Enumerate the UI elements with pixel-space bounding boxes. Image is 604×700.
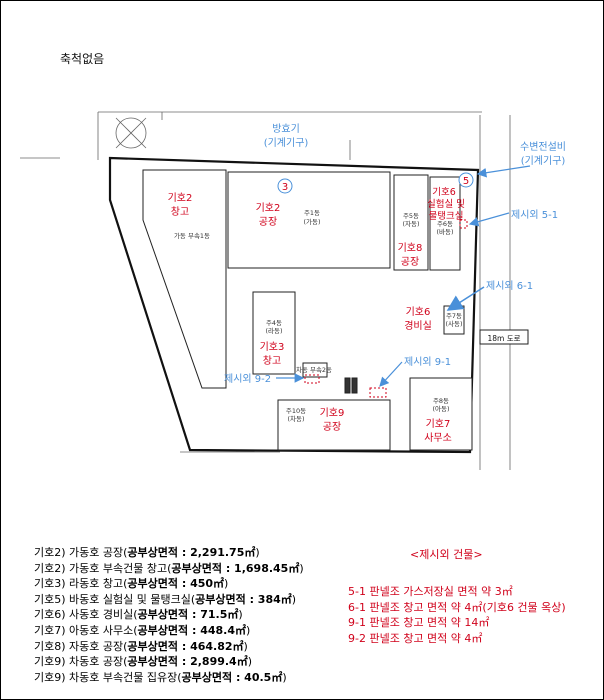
arrow-exempt-5-1 [468,212,510,227]
substation-marker: 5 [458,172,474,188]
label-ju8: 주8동 [433,397,449,405]
legend-row: 기호2) 가동호 공장(공부상면적 : 2,291.75㎡) [34,546,260,559]
exempt-item: 9-1 판넬조 창고 면적 약 14㎡ [348,616,490,630]
legend-row: 기호8) 자동호 공장(공부상면적 : 464.82㎡) [34,639,248,653]
building-b3-warehouse [252,291,296,375]
callout-ventilator-bottom: (기계기구) [264,137,309,149]
callout-ventilator-top: 방효기 [272,123,300,135]
exempt-markers [304,219,468,398]
callout-substation-top: 수변전설비 [520,141,566,153]
callout-exempt-6-1: 제시외 6-1 [486,280,533,292]
callout-exempt-9-2: 제시외 9-2 [224,373,271,385]
legend-row: 기호5) 바동호 실험실 및 물탱크실(공부상면적 : 384㎡) [34,592,297,606]
label-b2-warehouse-2: 창고 [171,206,189,218]
exempt-5-1-marker [459,219,468,229]
exempt-9-2-marker [304,374,320,384]
label-ju7: 주7동 [446,312,462,320]
scale-note: 축척없음 [60,52,105,66]
exempt-item: 6-1 판넬조 창고 면적 약 4㎡(기호6 건물 옥상) [348,600,566,614]
site-plan: 가동 부속1동 주1동 (가동) 주5동 (자동) 주6동 (바동) 주4동 (… [20,111,566,470]
legend-row: 기호9) 차동호 공장(공부상면적 : 2,899.4㎡) [34,655,253,669]
legend-row: 기호6) 사동호 경비실(공부상면적 : 71.5㎡) [34,608,243,622]
arrow-exempt-9-1 [379,361,403,387]
substation-number: 5 [463,176,469,187]
small-tank-1 [344,377,351,394]
label-b7-1: 기호7 [426,418,451,430]
legend-row: 기호9) 차동호 부속건물 집유장(공부상면적 : 40.5㎡) [34,670,287,684]
label-ju1-sub: (가동) [303,217,320,226]
label-b6-2: 실험실 및 [427,198,465,210]
callout-exempt-5-1: 제시외 5-1 [511,209,558,221]
label-ju6: 주6동 [437,220,453,228]
label-b6-1: 기호6 [432,187,456,198]
exempt-list: 5-1 판넬조 가스저장실 면적 약 3㎡ 6-1 판넬조 창고 면적 약 4㎡… [348,584,566,646]
roundabout-symbol [115,117,147,149]
label-b8-2: 공장 [401,256,419,268]
label-b9-1: 기호9 [320,407,345,419]
exempt-9-1-marker [369,387,387,398]
callout-substation-bottom: (기계기구) [521,155,566,167]
building-b2-factory [227,171,391,269]
label-b6-3: 물탱크실 [429,211,464,222]
building-legend: 기호2) 가동호 공장(공부상면적 : 2,291.75㎡) 기호2) 가동호 … [34,545,304,685]
legend-row: 기호7) 아동호 사무소(공부상면적 : 448.4㎡) [34,623,251,637]
label-ju5: 주5동 [403,212,419,220]
arrow-substation [476,165,531,178]
label-b3-1: 기호3 [260,341,285,353]
label-ju6-sub: (바동) [436,227,453,236]
surrounding-context [20,111,511,470]
ventilator-marker: 3 [277,178,293,194]
label-b2-warehouse-1: 기호2 [168,192,193,204]
label-b2-factory-2: 공장 [259,216,277,228]
building-cha-annex [302,362,328,378]
exempt-title: <제시외 건물> [410,548,483,561]
label-ju10-sub: (차동) [287,414,304,423]
label-b6-guard-1: 기호6 [406,306,431,318]
label-cha-annex: 차동 부속2동 [296,365,332,374]
label-ju4: 주4동 [266,319,282,327]
exempt-item: 9-2 판넬조 창고 면적 약 4㎡ [348,631,483,645]
exempt-item: 5-1 판넬조 가스저장실 면적 약 3㎡ [348,585,513,598]
building-b2-warehouse [142,169,227,389]
label-ju10: 주10동 [286,407,306,415]
label-ga-annex: 가동 부속1동 [174,231,210,240]
label-b9-2: 공장 [323,421,341,433]
small-tank-2 [351,377,358,394]
label-ju8-sub: (아동) [432,404,449,413]
building-b9-factory [277,399,391,451]
label-ju1: 주1동 [304,209,320,217]
legend-row: 기호3) 라동호 창고(공부상면적 : 450㎡) [34,577,229,591]
label-ju5-sub: (자동) [402,219,419,228]
legend-row: 기호2) 가동호 부속건물 창고(공부상면적 : 1,698.45㎡) [34,561,304,575]
label-b7-2: 사무소 [424,432,452,444]
buildings [142,169,529,451]
arrow-exempt-6-1 [446,286,485,311]
label-road: 18m 도로 [487,334,520,343]
label-b3-2: 창고 [263,355,281,367]
building-b7-office [409,377,473,451]
label-b6-guard-2: 경비실 [404,319,432,332]
building-road-label [479,329,529,345]
building-b6-lab [429,176,461,271]
label-b8-1: 기호8 [398,242,423,254]
label-b2-factory-1: 기호2 [256,202,281,214]
site-boundary [108,156,480,454]
label-ju4-sub: (라동) [265,326,282,335]
callout-exempt-9-1: 제시외 9-1 [404,356,451,368]
label-ju7-sub: (사동) [445,319,462,328]
ventilator-number: 3 [282,182,288,193]
building-b8-factory [393,174,429,271]
